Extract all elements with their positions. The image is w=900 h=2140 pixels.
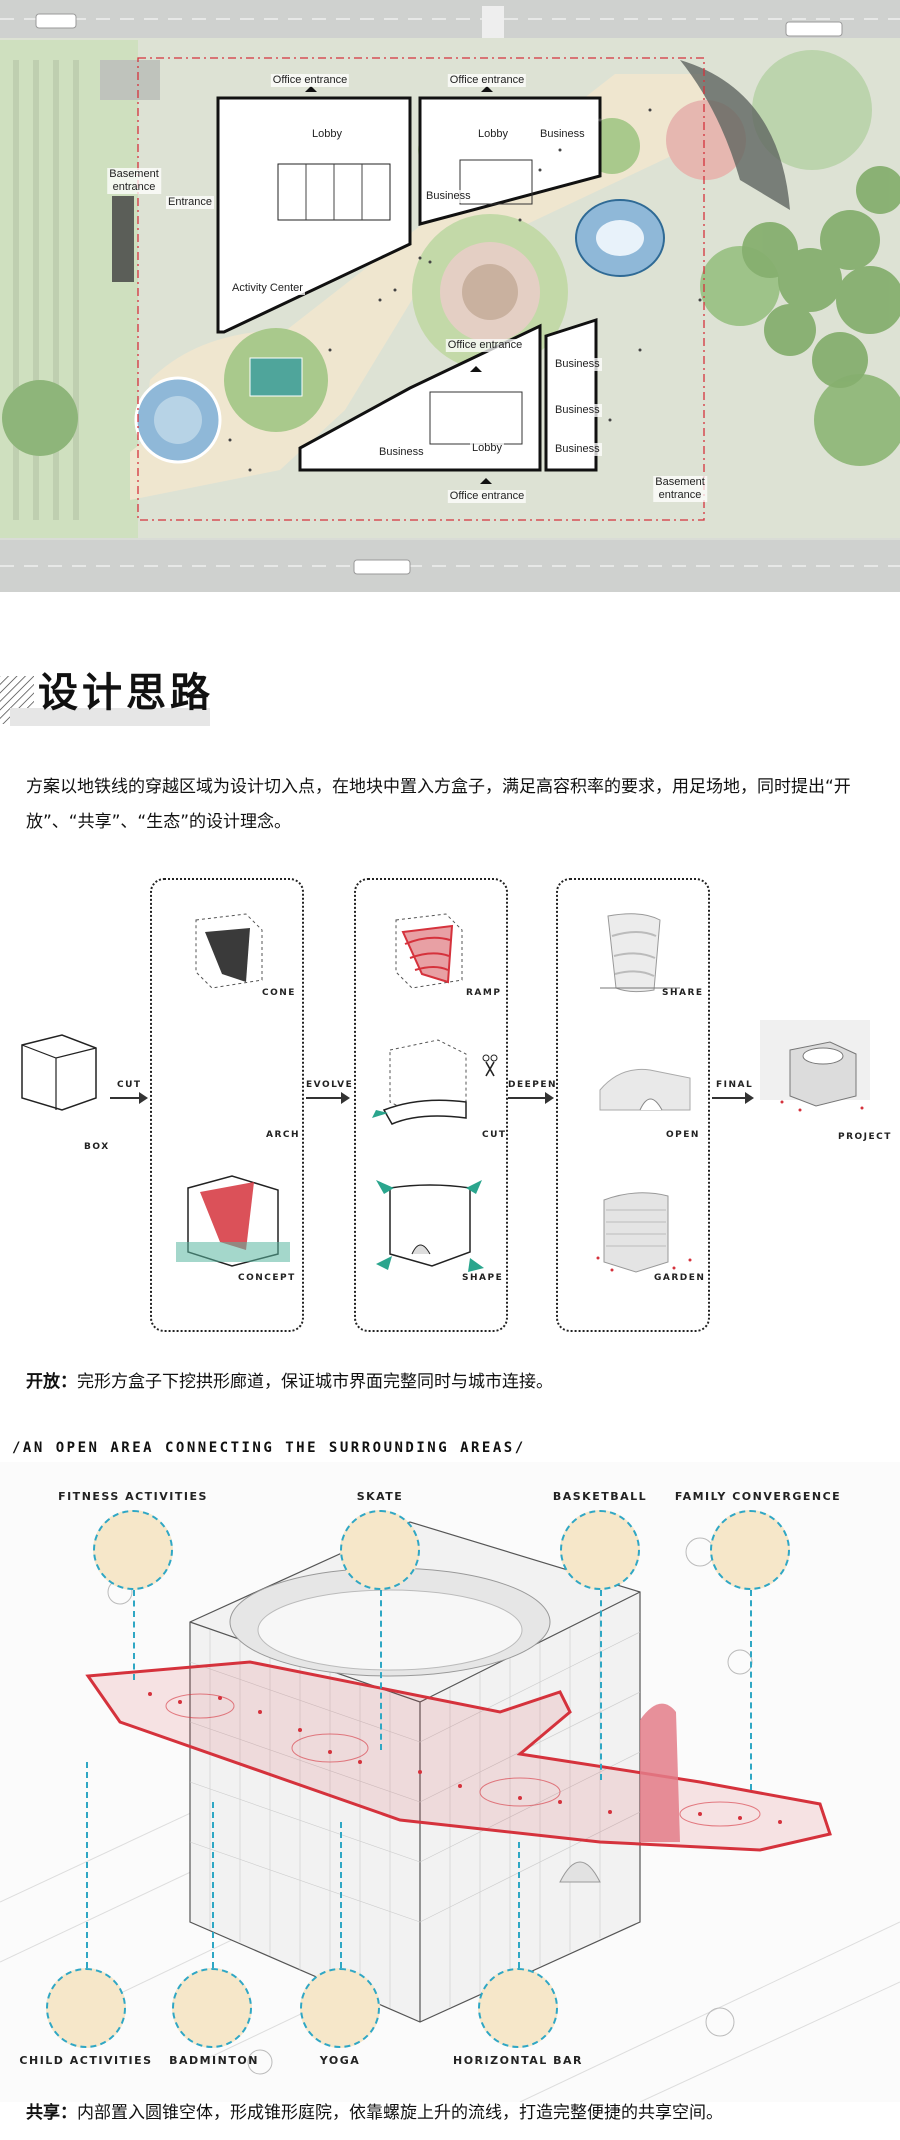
arrow-deepen (508, 1092, 554, 1104)
share-text: 内部置入圆锥空体，形成锥形庭院，依靠螺旋上升的流线，打造完整便捷的共享空间。 (77, 2103, 723, 2123)
label-fitness: FITNESS ACTIVITIES (58, 1490, 208, 1503)
bubble-horizontal-bar (478, 1968, 558, 2048)
concept-diagram: BOX CUT CONE ARCH CONCEPT EVOLVE RAMP CU… (0, 870, 900, 1340)
label-lobby-1: Lobby (310, 128, 344, 141)
leader-family (750, 1590, 752, 1790)
share-prefix: 共享： (26, 2103, 77, 2123)
arrow-evolve (306, 1092, 350, 1104)
label-cone: CONE (262, 988, 296, 998)
label-yoga: YOGA (319, 2054, 361, 2067)
label-deepen: DEEPEN (508, 1080, 558, 1090)
label-office-entrance-1: Office entrance (270, 74, 350, 87)
label-open: OPEN (666, 1130, 700, 1140)
leader-badminton (212, 1802, 214, 1968)
open-text: 完形方盒子下挖拱形廊道，保证城市界面完整同时与城市连接。 (77, 1372, 553, 1392)
bubble-yoga (300, 1968, 380, 2048)
bubble-child (46, 1968, 126, 2048)
label-garden: GARDEN (654, 1273, 706, 1283)
stage-concept-box (150, 878, 304, 1332)
label-concept: CONCEPT (238, 1273, 296, 1283)
label-office-entrance-4: Office entrance (447, 490, 527, 503)
intro-paragraph: 方案以地铁线的穿越区域为设计切入点，在地块中置入方盒子，满足高容积率的要求，用足… (26, 777, 851, 832)
section-heading: 设计思路 (38, 670, 214, 716)
axon-title: /AN OPEN AREA CONNECTING THE SURROUNDING… (12, 1440, 526, 1456)
axonometric-diagram: FITNESS ACTIVITIES SKATE BASKETBALL FAMI… (0, 1462, 900, 2103)
concept-sketches (21, 913, 870, 1273)
label-skate: SKATE (356, 1490, 404, 1503)
bubble-family (710, 1510, 790, 1590)
stage-deepen-box (556, 878, 710, 1332)
label-final: FINAL (716, 1080, 754, 1090)
label-business-3: Business (553, 358, 602, 371)
label-horizontal-bar: HORIZONTAL BAR (452, 2054, 584, 2067)
label-evolve: EVOLVE (306, 1080, 354, 1090)
label-ramp: RAMP (466, 988, 502, 998)
open-prefix: 开放： (26, 1372, 77, 1392)
leader-basketball (600, 1590, 602, 1780)
basement-entrance-2-line1: Basement (655, 476, 705, 488)
bubble-badminton (172, 1968, 252, 2048)
leader-horizontal-bar (518, 1842, 520, 1968)
label-business-2: Business (424, 190, 473, 203)
label-office-entrance-2: Office entrance (447, 74, 527, 87)
label-business-5: Business (553, 443, 602, 456)
label-child: CHILD ACTIVITIES (19, 2054, 153, 2067)
basement-entrance-2-line2: entrance (658, 489, 702, 501)
label-business-4: Business (553, 404, 602, 417)
site-plan-drawing (0, 0, 900, 592)
stage-evolve-box (354, 878, 508, 1332)
label-share: SHARE (662, 988, 704, 998)
label-business-1: Business (538, 128, 587, 141)
label-lobby-2: Lobby (476, 128, 510, 141)
basement-entrance-1-line1: Basement (109, 168, 159, 180)
label-box: BOX (84, 1142, 110, 1152)
bubble-fitness (93, 1510, 173, 1590)
label-badminton: BADMINTON (169, 2054, 259, 2067)
label-cut-2: CUT (482, 1130, 507, 1140)
leader-skate (380, 1590, 382, 1750)
label-shape: SHAPE (462, 1273, 504, 1283)
basement-entrance-1-line2: entrance (112, 181, 156, 193)
bubble-basketball (560, 1510, 640, 1590)
open-paragraph: 开放：完形方盒子下挖拱形廊道，保证城市界面完整同时与城市连接。 (26, 1365, 876, 1400)
arrow-cut (110, 1092, 148, 1104)
label-basement-entrance-2: Basement entrance (653, 476, 707, 502)
share-paragraph: 共享：内部置入圆锥空体，形成锥形庭院，依靠螺旋上升的流线，打造完整便捷的共享空间… (26, 2096, 876, 2131)
label-family: FAMILY CONVERGENCE (674, 1490, 842, 1503)
label-arch: ARCH (266, 1130, 301, 1140)
label-basement-entrance-1: Basement entrance (107, 168, 161, 194)
heading-decoration (0, 650, 230, 740)
site-plan: Office entrance Office entrance Office e… (0, 0, 900, 592)
label-basketball: BASKETBALL (552, 1490, 648, 1503)
label-activity-center: Activity Center (230, 282, 305, 295)
bubble-skate (340, 1510, 420, 1590)
label-business-6: Business (377, 446, 426, 459)
label-office-entrance-3: Office entrance (445, 339, 525, 352)
leader-child (86, 1762, 88, 1968)
label-project: PROJECT (838, 1132, 892, 1142)
leader-yoga (340, 1822, 342, 1968)
label-lobby-3: Lobby (470, 442, 504, 455)
label-cut: CUT (117, 1080, 142, 1090)
arrow-final (712, 1092, 754, 1104)
leader-fitness (133, 1590, 135, 1680)
label-entrance: Entrance (166, 196, 215, 209)
